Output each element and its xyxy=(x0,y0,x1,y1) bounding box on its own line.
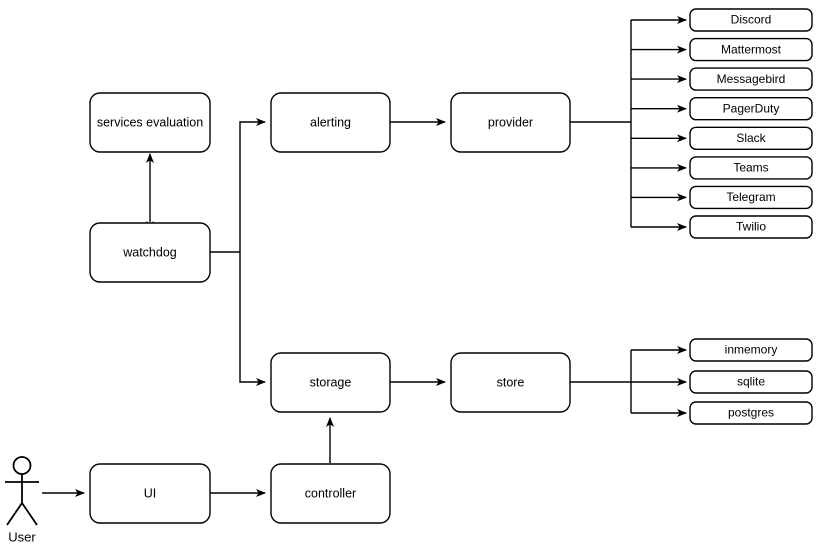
store-target-0-box[interactable] xyxy=(689,338,813,362)
actor-user-label: User xyxy=(8,529,36,544)
provider-target-7-box[interactable] xyxy=(689,215,813,239)
provider-target-3-box[interactable] xyxy=(689,96,813,121)
store-target-1[interactable]: sqlite xyxy=(689,370,813,394)
node-store[interactable]: store xyxy=(450,352,571,413)
provider-target-2[interactable]: Messagebird xyxy=(689,67,813,91)
store-target-1-label: sqlite xyxy=(737,375,765,389)
provider-target-2-label: Messagebird xyxy=(717,72,786,86)
provider-target-6[interactable]: Telegram xyxy=(689,185,813,210)
node-watchdog-label: watchdog xyxy=(122,245,177,259)
node-storage-label: storage xyxy=(310,375,352,389)
node-services-evaluation-label: services evaluation xyxy=(97,115,203,129)
node-storage[interactable]: storage xyxy=(270,352,391,413)
node-storage-box[interactable] xyxy=(270,352,391,413)
node-provider[interactable]: provider xyxy=(450,92,571,153)
node-controller-box[interactable] xyxy=(270,463,391,524)
provider-target-6-box[interactable] xyxy=(689,185,813,210)
provider-target-4-box[interactable] xyxy=(689,126,813,151)
provider-target-7-label: Twilio xyxy=(736,220,766,234)
node-alerting[interactable]: alerting xyxy=(270,92,391,153)
actor-leg-right-icon xyxy=(21,502,38,526)
edge-watchdog-to-alerting xyxy=(239,118,266,252)
provider-target-7[interactable]: Twilio xyxy=(689,215,813,239)
node-ui-label: UI xyxy=(144,486,157,500)
store-targets-group: inmemory sqlite postgres xyxy=(689,338,813,425)
store-target-0-label: inmemory xyxy=(725,343,778,357)
node-provider-box[interactable] xyxy=(450,92,571,153)
node-watchdog[interactable]: watchdog xyxy=(89,222,211,283)
provider-target-2-box[interactable] xyxy=(689,67,813,91)
provider-target-4-label: Slack xyxy=(736,131,766,145)
node-ui-box[interactable] xyxy=(89,463,211,524)
provider-target-3-label: PagerDuty xyxy=(723,101,780,115)
node-controller[interactable]: controller xyxy=(270,463,391,524)
store-target-2[interactable]: postgres xyxy=(689,401,813,425)
actor-user: User xyxy=(5,456,39,544)
provider-target-4[interactable]: Slack xyxy=(689,126,813,151)
node-watchdog-box[interactable] xyxy=(89,222,211,283)
node-services-evaluation[interactable]: services evaluation xyxy=(89,92,211,153)
provider-targets-group: Discord Mattermost Messagebird PagerDuty… xyxy=(689,8,813,239)
actor-head-icon xyxy=(12,456,32,475)
node-services-evaluation-box[interactable] xyxy=(89,92,211,153)
provider-target-5-label: Teams xyxy=(733,161,768,175)
provider-target-3[interactable]: PagerDuty xyxy=(689,96,813,121)
store-target-0[interactable]: inmemory xyxy=(689,338,813,362)
provider-target-6-label: Telegram xyxy=(726,190,775,204)
provider-target-1[interactable]: Mattermost xyxy=(689,37,813,62)
provider-target-0-label: Discord xyxy=(731,13,772,27)
node-controller-label: controller xyxy=(305,486,356,500)
node-alerting-label: alerting xyxy=(310,115,351,129)
store-target-1-box[interactable] xyxy=(689,370,813,394)
node-store-label: store xyxy=(497,375,525,389)
store-target-2-label: postgres xyxy=(728,406,774,420)
provider-target-0[interactable]: Discord xyxy=(689,8,813,32)
store-target-2-box[interactable] xyxy=(689,401,813,425)
provider-target-0-box[interactable] xyxy=(689,8,813,32)
node-store-box[interactable] xyxy=(450,352,571,413)
node-provider-label: provider xyxy=(488,115,533,129)
provider-target-5[interactable]: Teams xyxy=(689,156,813,180)
edge-watchdog-to-storage xyxy=(239,252,266,386)
provider-target-1-box[interactable] xyxy=(689,37,813,62)
node-ui[interactable]: UI xyxy=(89,463,211,524)
actor-leg-left-icon xyxy=(6,502,23,526)
provider-target-5-box[interactable] xyxy=(689,156,813,180)
provider-target-1-label: Mattermost xyxy=(721,42,782,56)
node-alerting-box[interactable] xyxy=(270,92,391,153)
